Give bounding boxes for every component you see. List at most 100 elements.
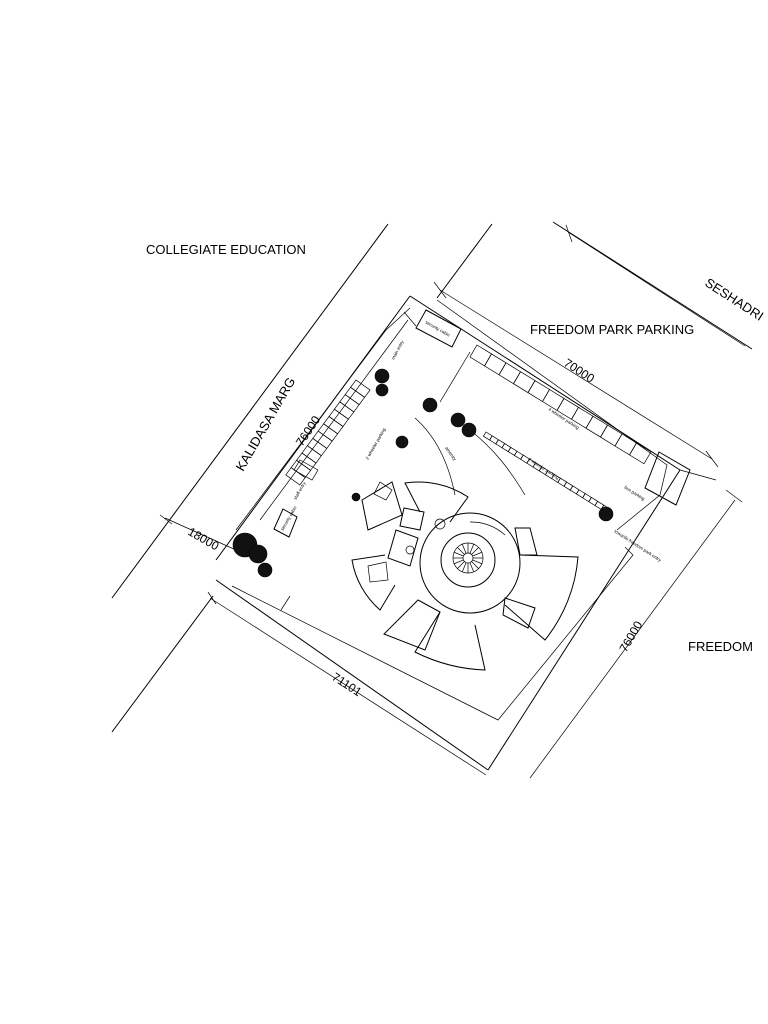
bike-parking-slot bbox=[583, 494, 592, 502]
left-parking-stalls bbox=[286, 380, 370, 485]
dimension-lines bbox=[160, 225, 745, 778]
dim-label-top: 70000 bbox=[561, 356, 597, 386]
boundary-top-edge bbox=[410, 296, 680, 470]
tree-5 bbox=[462, 423, 476, 437]
stair-tread bbox=[472, 547, 479, 554]
building-core-room bbox=[400, 508, 424, 530]
bike-parking-slot bbox=[589, 497, 598, 505]
building-north-west-block bbox=[362, 482, 402, 530]
tree-3 bbox=[423, 398, 437, 412]
building-lift bbox=[435, 519, 445, 529]
towards-freedom-park-entry-note: towards freedom park entry bbox=[613, 529, 662, 563]
road-lines bbox=[112, 222, 752, 732]
seshadri-label: SESHADRI bbox=[702, 275, 766, 324]
parking-stall bbox=[351, 380, 370, 397]
dim-line-bottom bbox=[210, 598, 486, 775]
spiral-stair-treads bbox=[453, 543, 483, 573]
dim-label-right: 76000 bbox=[616, 618, 645, 654]
bus-parking-note: bus parking bbox=[623, 485, 646, 502]
dim-tick-left bbox=[404, 312, 416, 326]
building-east-block bbox=[515, 528, 537, 555]
freedom-park-parking-label: FREEDOM PARK PARKING bbox=[530, 322, 694, 337]
site-structures bbox=[274, 310, 690, 537]
tree-7 bbox=[352, 493, 360, 501]
building-ramp-arc bbox=[470, 522, 505, 535]
parking-stall bbox=[291, 460, 310, 477]
building-west-room bbox=[388, 530, 418, 566]
top-parking-stalls bbox=[470, 345, 651, 464]
parking-stall bbox=[615, 434, 637, 455]
stair-tread bbox=[472, 562, 479, 569]
two-wheeler-parking-note-a: 2 wheeler parking bbox=[365, 427, 387, 461]
inner-bottom-edge bbox=[232, 547, 633, 720]
dim-line-setback bbox=[165, 518, 236, 550]
building-east-wing bbox=[505, 555, 578, 640]
bike-parking-slot bbox=[564, 482, 573, 490]
bike-parking-slot bbox=[514, 451, 523, 459]
bike-parking-slot bbox=[508, 447, 517, 455]
tree-11 bbox=[258, 563, 272, 577]
bike-parking-slot bbox=[496, 440, 505, 448]
stair-tread bbox=[454, 560, 463, 564]
dim-tick-right bbox=[726, 490, 742, 502]
dim-tick-seshadri bbox=[566, 225, 572, 242]
tree-6 bbox=[396, 436, 408, 448]
boundary-top-return bbox=[680, 470, 716, 480]
tree-4 bbox=[451, 413, 465, 427]
building-south-wing bbox=[415, 612, 485, 670]
parking-stall bbox=[334, 402, 353, 419]
tree-10 bbox=[249, 545, 267, 563]
two-wheeler-parking-strip bbox=[483, 432, 610, 513]
bus-parking-bay bbox=[645, 452, 690, 505]
bike-parking-slot bbox=[502, 444, 511, 452]
stair-tread bbox=[457, 547, 464, 554]
building-south-east-room bbox=[503, 598, 535, 628]
inner-site-outline bbox=[232, 300, 667, 720]
parking-stall bbox=[329, 409, 348, 426]
parking-stall bbox=[318, 424, 337, 441]
dim-tick-top-b bbox=[706, 451, 718, 467]
entry-path bbox=[440, 352, 470, 402]
amenity-note: amenity bbox=[444, 446, 458, 462]
landscape-curve-a bbox=[415, 418, 455, 495]
main-circular-building bbox=[352, 482, 578, 670]
dim-label-setback: 18000 bbox=[186, 524, 222, 553]
collegiate-education-label: COLLEGIATE EDUCATION bbox=[146, 242, 306, 257]
four-wheeler-parking-note: 4 wheeler parking bbox=[547, 407, 580, 431]
stair-tread bbox=[470, 563, 474, 572]
staff-entry-gate bbox=[294, 460, 318, 480]
bike-parking-slot bbox=[576, 490, 585, 498]
dimension-labels: 70000 76000 76000 71101 18000 bbox=[186, 356, 646, 700]
dim-tick-setback bbox=[160, 515, 172, 524]
spiral-stair-inner bbox=[463, 553, 473, 563]
dim-tick-top-a bbox=[434, 282, 446, 298]
bike-parking-slot bbox=[483, 432, 492, 440]
staff-entry-note: staff entry bbox=[293, 480, 308, 500]
parking-stall bbox=[313, 431, 332, 448]
building-south-west-block bbox=[384, 600, 440, 650]
road-and-place-labels: COLLEGIATE EDUCATION FREEDOM PARK PARKIN… bbox=[146, 242, 766, 654]
building-west-wing bbox=[352, 555, 395, 610]
stair-tread bbox=[473, 560, 482, 564]
freedom-park-parking-road-edge bbox=[437, 224, 492, 298]
tree-8 bbox=[599, 507, 613, 521]
building-outer-ring bbox=[420, 513, 520, 613]
inner-bottom-tick bbox=[281, 596, 290, 610]
boundary-bottom-edge bbox=[216, 580, 488, 770]
parking-stall bbox=[485, 354, 507, 375]
parking-stall bbox=[307, 438, 326, 455]
parking-stall bbox=[499, 363, 521, 384]
inner-left-edge bbox=[236, 308, 410, 530]
dim-tick-bottom bbox=[208, 592, 216, 604]
dim-label-bottom: 71101 bbox=[329, 670, 364, 700]
bike-parking-slot bbox=[490, 436, 499, 444]
parking-stall bbox=[345, 387, 364, 404]
stair-tread bbox=[457, 562, 464, 569]
parking-stall bbox=[586, 416, 608, 437]
two-wheeler-parking-note-b: 2 wheeler parking bbox=[527, 457, 560, 481]
kalidasa-marg-outer-edge bbox=[112, 224, 388, 598]
stair-tread bbox=[473, 552, 482, 556]
trees bbox=[233, 369, 613, 577]
boundary-left-edge bbox=[216, 296, 410, 560]
